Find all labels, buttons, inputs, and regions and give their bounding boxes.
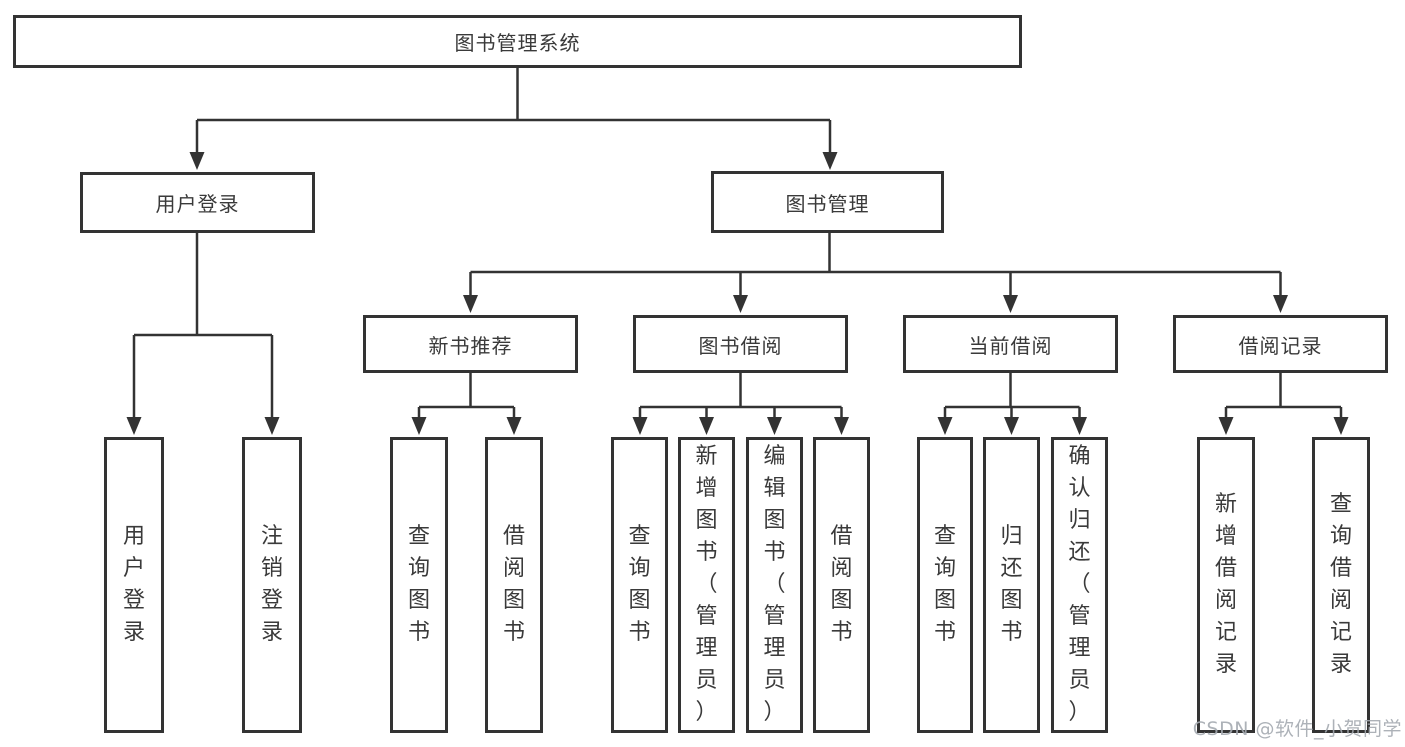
node-label: 借 阅 图 书 — [502, 524, 525, 645]
leaf-user-login: 用 户 登 录 — [104, 437, 164, 733]
arrow-icon — [822, 152, 838, 170]
arrow-icon — [632, 417, 648, 435]
leaf-confirm-return-admin: 确 认 归 还 （ 管 理 员 ） — [1051, 437, 1108, 733]
arrow-icon — [937, 417, 953, 435]
leaf-query-books-1: 查 询 图 书 — [390, 437, 448, 733]
connector-lines — [132, 68, 1343, 419]
leaf-borrow-books-1: 借 阅 图 书 — [485, 437, 543, 733]
leaf-logout: 注 销 登 录 — [242, 437, 302, 733]
arrow-icon — [834, 417, 849, 435]
node-label: 查 询 图 书 — [933, 524, 956, 645]
leaf-edit-books-admin: 编 辑 图 书 （ 管 理 员 ） — [746, 437, 803, 733]
node-current-borrow: 当前借阅 — [903, 315, 1118, 373]
node-label: 确 认 归 还 （ 管 理 员 ） — [1068, 444, 1091, 725]
node-label: 归 还 图 书 — [1000, 524, 1023, 645]
arrow-icon — [126, 417, 142, 435]
node-label: 查 询 图 书 — [407, 524, 430, 645]
leaf-query-borrow-record: 查 询 借 阅 记 录 — [1312, 437, 1370, 733]
arrow-icon — [463, 295, 478, 313]
arrow-icon — [189, 152, 205, 170]
arrow-icon — [1218, 417, 1234, 435]
arrow-icon — [1003, 295, 1018, 313]
node-book-management-branch: 图书管理 — [711, 171, 944, 233]
node-label: 图书借阅 — [698, 333, 783, 358]
arrow-icon — [411, 417, 427, 435]
node-label: 新书推荐 — [428, 333, 513, 358]
node-label: 用户登录 — [155, 192, 240, 216]
node-borrow-records: 借阅记录 — [1173, 315, 1388, 373]
node-user-login-branch: 用户登录 — [80, 172, 315, 233]
arrow-icon — [1072, 417, 1087, 435]
node-label: 注 销 登 录 — [260, 524, 283, 645]
node-label: 借阅记录 — [1238, 333, 1323, 358]
node-label: 图书管理 — [785, 191, 870, 216]
arrow-icon — [506, 417, 522, 435]
node-book-borrow: 图书借阅 — [633, 315, 848, 373]
node-root-system: 图书管理系统 — [13, 15, 1022, 68]
node-label: 用 户 登 录 — [122, 524, 145, 645]
leaf-add-borrow-record: 新 增 借 阅 记 录 — [1197, 437, 1255, 733]
arrow-icon — [1333, 417, 1349, 435]
csdn-watermark: CSDN @软件_小贺同学 — [1192, 718, 1402, 740]
node-label: 当前借阅 — [968, 333, 1053, 358]
arrowheads — [126, 152, 1349, 435]
arrow-icon — [1273, 295, 1288, 313]
arrow-icon — [767, 417, 782, 435]
node-label: 新 增 借 阅 记 录 — [1214, 492, 1237, 677]
arrow-icon — [1004, 417, 1019, 435]
leaf-return-books: 归 还 图 书 — [983, 437, 1040, 733]
arrow-icon — [264, 417, 280, 435]
node-label: 查 询 借 阅 记 录 — [1329, 492, 1352, 677]
leaf-add-books-admin: 新 增 图 书 （ 管 理 员 ） — [678, 437, 735, 733]
leaf-borrow-books-2: 借 阅 图 书 — [813, 437, 870, 733]
leaf-query-books-2: 查 询 图 书 — [611, 437, 668, 733]
node-label: 图书管理系统 — [454, 31, 581, 55]
arrow-icon — [699, 417, 714, 435]
arrow-icon — [733, 295, 748, 313]
node-label: 查 询 图 书 — [628, 524, 651, 645]
node-label: 编 辑 图 书 （ 管 理 员 ） — [763, 444, 786, 725]
node-label: 借 阅 图 书 — [830, 524, 853, 645]
node-label: 新 增 图 书 （ 管 理 员 ） — [695, 444, 718, 725]
leaf-query-books-3: 查 询 图 书 — [917, 437, 973, 733]
node-new-book-recommend: 新书推荐 — [363, 315, 578, 373]
